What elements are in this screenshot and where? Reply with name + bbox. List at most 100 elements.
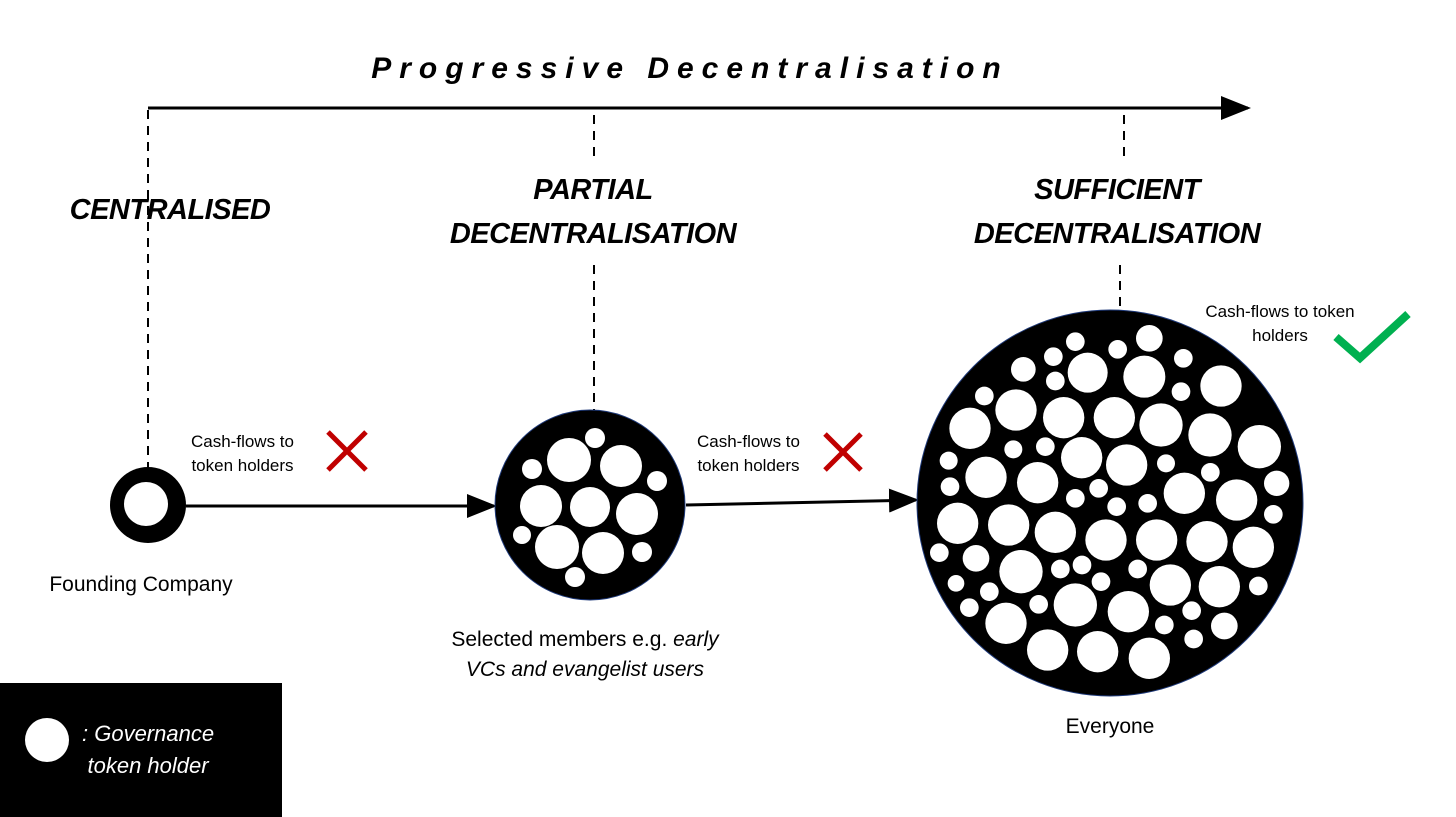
token-holder-bubble	[1157, 454, 1175, 473]
token-holder-bubble	[1036, 437, 1055, 456]
caption-everyone: Everyone	[1065, 715, 1155, 738]
cashflow-label-3: Cash-flows to token holders	[1185, 300, 1375, 348]
check-icon	[1333, 311, 1411, 364]
token-holder-bubble	[632, 542, 652, 562]
token-holder-bubble	[1029, 595, 1048, 614]
token-holder-bubble	[1200, 365, 1242, 407]
token-holder-bubble	[1011, 357, 1036, 382]
token-holder-bubble	[995, 389, 1037, 431]
token-holder-bubble	[1211, 612, 1238, 640]
token-holder-bubble	[1163, 472, 1206, 514]
token-holder-bubble	[1091, 572, 1111, 592]
token-holder-bubble	[1066, 489, 1085, 508]
token-holder-bubble	[1053, 583, 1098, 627]
token-holder-bubble	[1128, 637, 1171, 679]
token-holder-bubble	[1171, 382, 1191, 401]
token-holder-bubble	[1067, 352, 1108, 393]
token-holder-bubble	[1066, 332, 1085, 351]
token-holder-bubble	[1043, 397, 1085, 439]
stage-heading-partial: PARTIAL DECENTRALISATION	[420, 168, 766, 256]
token-holder-bubble	[1016, 462, 1059, 504]
cross-icon	[326, 430, 368, 472]
token-holder-bubble	[965, 456, 1007, 499]
token-holder-bubble	[520, 485, 562, 527]
token-holder-bubble	[960, 598, 979, 618]
token-holder-bubble	[1232, 526, 1275, 568]
token-holder-bubble	[1085, 519, 1127, 561]
token-holder-bubble	[939, 451, 958, 470]
token-holder-bubble	[547, 438, 591, 482]
token-holder-bubble	[1201, 463, 1220, 482]
token-holder-bubble	[600, 445, 642, 487]
stage-heading-sufficient: SUFFICIENT DECENTRALISATION	[944, 168, 1290, 256]
token-holder-bubble	[1237, 425, 1282, 469]
token-holder-bubble	[1184, 629, 1203, 649]
token-holder-bubble	[535, 525, 579, 569]
token-holder-bubble	[1182, 601, 1201, 621]
token-holder-bubble	[1136, 519, 1178, 561]
label-line: Cash-flows to	[191, 432, 294, 451]
token-holder-bubble	[1061, 437, 1103, 479]
flow-arrow-2	[685, 488, 919, 513]
token-holder-bubble	[1123, 355, 1166, 398]
token-holder-bubble	[1072, 555, 1092, 575]
token-holder-bubble	[1034, 511, 1077, 553]
token-holder-bubble	[1004, 440, 1023, 459]
diagram-title: Progressive Decentralisation	[371, 52, 1009, 85]
token-holder-bubble	[1106, 444, 1148, 486]
heading-line: SUFFICIENT	[1034, 174, 1200, 206]
token-holder-bubble	[1174, 349, 1193, 368]
token-holder-bubble	[582, 532, 624, 574]
token-holder-bubble	[980, 582, 999, 602]
heading-line: DECENTRALISATION	[973, 218, 1261, 250]
stage-heading-centralised: CENTRALISED	[40, 188, 300, 232]
legend-box	[0, 683, 282, 817]
token-holder-bubble	[1093, 397, 1136, 439]
token-holder-bubble	[1051, 559, 1070, 579]
token-holder-bubble	[937, 502, 979, 544]
token-holder-bubble	[1077, 631, 1119, 673]
cashflow-label-1: Cash-flows to token holders	[160, 430, 325, 478]
token-holder-bubble	[522, 459, 542, 479]
heading-line: PARTIAL	[533, 174, 653, 206]
token-holder-bubble	[647, 471, 667, 491]
token-holder-bubble	[1139, 403, 1183, 447]
token-holder-bubble	[616, 493, 658, 535]
caption-selected-members: Selected members e.g. early VCs and evan…	[390, 625, 780, 685]
token-holder-bubble	[1264, 470, 1290, 497]
label-line: Cash-flows to	[697, 432, 800, 451]
token-holder-bubble	[1128, 559, 1147, 579]
token-holder-bubble	[570, 487, 610, 527]
token-holder-bubble	[1198, 566, 1241, 608]
legend-text: : Governance token holder	[82, 718, 214, 782]
token-holder-bubble	[985, 602, 1027, 644]
token-holder-bubble	[1264, 504, 1283, 524]
label-line: holders	[1252, 326, 1308, 345]
token-holder-bubble	[988, 504, 1030, 546]
token-holder-bubble	[1249, 576, 1268, 596]
token-holder-bubble	[1046, 371, 1065, 391]
cashflow-label-2: Cash-flows to token holders	[666, 430, 831, 478]
caption-text-italic: early	[673, 628, 719, 651]
caption-text-italic: VCs and evangelist users	[465, 658, 705, 681]
token-holder-bubble	[962, 545, 990, 572]
token-holder-bubble	[1044, 347, 1063, 366]
token-holder-bubble	[1138, 494, 1157, 513]
caption-founding-company: Founding Company	[49, 573, 233, 596]
token-holder-bubble	[1107, 591, 1150, 633]
token-holder-bubble	[1108, 340, 1127, 359]
legend-line: : Governance	[82, 721, 215, 746]
token-holder-bubble	[585, 428, 605, 448]
token-holder-bubble	[930, 543, 949, 563]
token-holder-bubble	[1216, 479, 1258, 521]
partial-group-node	[494, 409, 686, 601]
heading-text: CENTRALISED	[69, 194, 271, 226]
token-holder-bubble	[565, 567, 585, 587]
token-holder-bubble	[1136, 325, 1163, 352]
everyone-group-node	[916, 309, 1304, 697]
token-holder-bubble	[1027, 629, 1069, 671]
token-holder-bubble	[1188, 413, 1232, 457]
label-line: Cash-flows to token	[1205, 302, 1355, 321]
token-holder-bubble	[999, 550, 1043, 594]
token-holder-bubble	[513, 526, 531, 544]
